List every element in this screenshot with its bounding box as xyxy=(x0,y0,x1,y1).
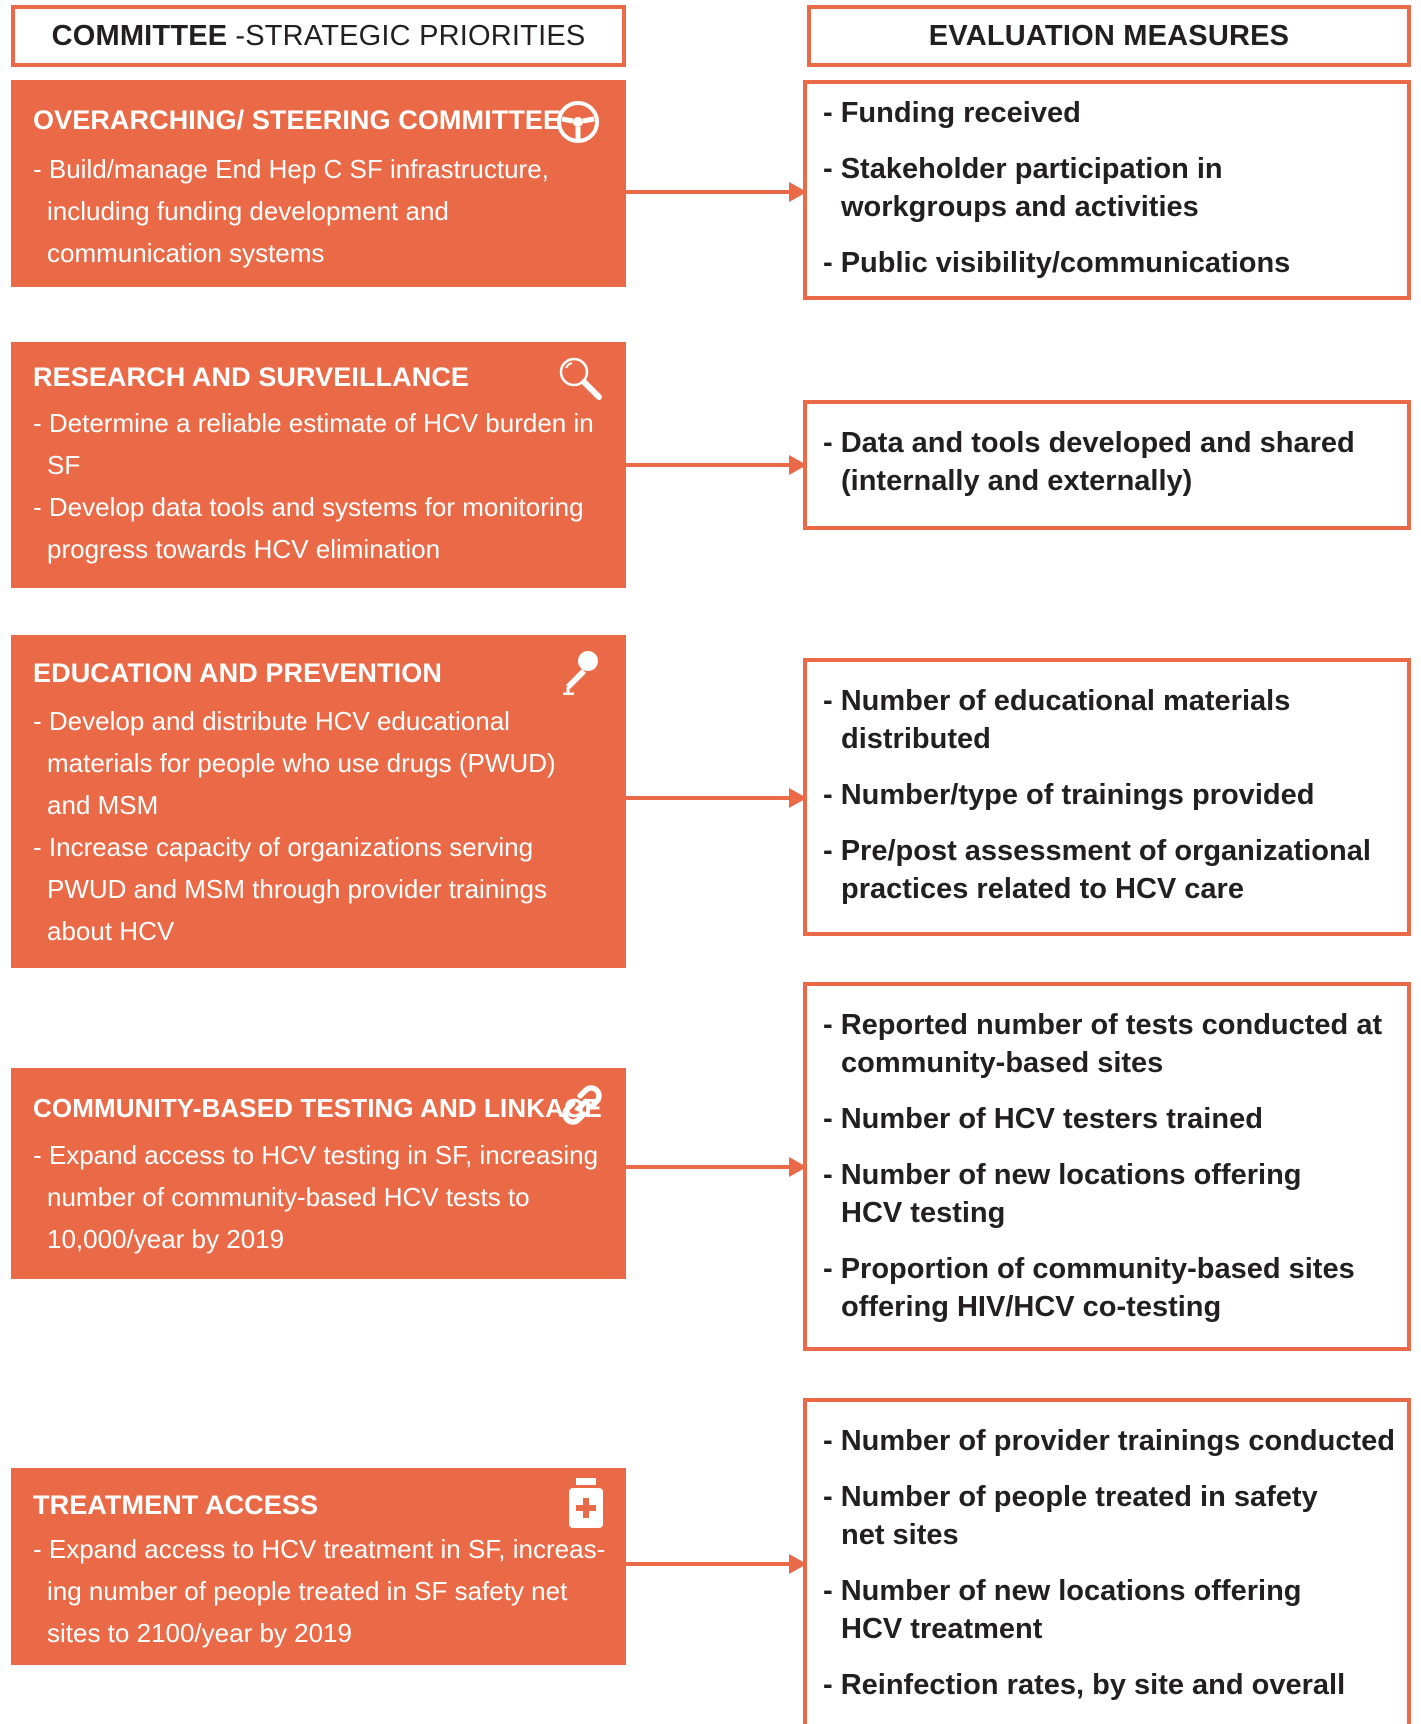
measure-item: - Public visibility/communications xyxy=(823,247,1291,279)
measure-item: - Reinfection rates, by site and overall xyxy=(823,1669,1346,1701)
committee-item: - Increase capacity of organizations ser… xyxy=(33,832,547,946)
measure-item: - Reported number of tests conducted at … xyxy=(823,1009,1383,1079)
measures-box-treatment: - Number of provider trainings conducted… xyxy=(803,1398,1411,1724)
committee-items: - Expand access to HCV treatment in SF, … xyxy=(33,1528,610,1654)
measure-item: - Number of HCV testers trained xyxy=(823,1103,1263,1135)
committee-header-subtitle: -STRATEGIC PRIORITIES xyxy=(235,19,586,52)
evaluation-header-title: EVALUATION MEASURES xyxy=(928,19,1290,52)
measure-item: - Number of new locations offering HCV t… xyxy=(823,1159,1302,1229)
measure-item: - Number of people treated in safety net… xyxy=(823,1481,1318,1551)
microphone-icon xyxy=(556,647,604,695)
magnifying-glass-icon xyxy=(556,354,604,402)
measure-item: - Stakeholder participation in workgroup… xyxy=(823,153,1223,223)
committee-title: EDUCATION AND PREVENTION xyxy=(33,658,442,688)
measures-list: - Number of educational materials distri… xyxy=(823,682,1397,908)
committee-items: - Expand access to HCV testing in SF, in… xyxy=(33,1134,610,1260)
committee-items: - Build/manage End Hep C SF infrastructu… xyxy=(33,148,610,274)
medicine-bottle-icon xyxy=(566,1478,606,1528)
committee-item: - Build/manage End Hep C SF infrastructu… xyxy=(33,154,549,268)
committee-header: COMMITTEE -STRATEGIC PRIORITIES xyxy=(11,5,626,67)
measure-item: - Pre/post assessment of organizational … xyxy=(823,835,1371,905)
committee-title: RESEARCH AND SURVEILLANCE xyxy=(33,362,470,392)
measures-list: - Reported number of tests conducted at … xyxy=(823,1006,1397,1326)
connector-arrow xyxy=(626,1157,807,1177)
committee-item: - Expand access to HCV treatment in SF, … xyxy=(33,1534,606,1648)
measures-box-education: - Number of educational materials distri… xyxy=(803,658,1411,936)
committee-title: COMMUNITY-BASED TESTING AND LINKAGE xyxy=(33,1093,602,1123)
committee-item: - Develop data tools and systems for mon… xyxy=(33,492,584,564)
committee-box-testing: COMMUNITY-BASED TESTING AND LINKAGE - Ex… xyxy=(11,1068,626,1279)
measure-item: - Number/type of trainings provided xyxy=(823,779,1315,811)
measure-item: - Proportion of community-based sites of… xyxy=(823,1253,1355,1323)
evaluation-header: EVALUATION MEASURES xyxy=(807,5,1411,67)
committee-box-education: EDUCATION AND PREVENTION - Develop and d… xyxy=(11,635,626,968)
committee-items: - Determine a reliable estimate of HCV b… xyxy=(33,402,610,570)
committee-title: TREATMENT ACCESS xyxy=(33,1490,319,1520)
connector-arrow xyxy=(626,182,807,202)
measures-box-research: - Data and tools developed and shared (i… xyxy=(803,400,1411,530)
measures-list: - Funding received - Stakeholder partici… xyxy=(823,94,1397,282)
connector-arrow xyxy=(626,1554,807,1574)
steering-wheel-icon xyxy=(554,98,602,146)
committee-item: - Expand access to HCV testing in SF, in… xyxy=(33,1140,599,1254)
committee-box-treatment: TREATMENT ACCESS - Expand access to HCV … xyxy=(11,1468,626,1665)
measures-box-steering: - Funding received - Stakeholder partici… xyxy=(803,80,1411,300)
committee-title: OVERARCHING/ STEERING COMMITTEE xyxy=(33,105,562,135)
measure-item: - Number of educational materials distri… xyxy=(823,685,1291,755)
measure-item: - Funding received xyxy=(823,97,1081,129)
committee-item: - Develop and distribute HCV educational… xyxy=(33,706,556,820)
measures-list: - Data and tools developed and shared (i… xyxy=(823,424,1397,500)
committee-box-research: RESEARCH AND SURVEILLANCE - Determine a … xyxy=(11,342,626,588)
connector-arrow xyxy=(626,788,807,808)
committee-items: - Develop and distribute HCV educational… xyxy=(33,700,610,952)
connector-arrow xyxy=(626,455,807,475)
measure-item: - Number of provider trainings conducted xyxy=(823,1425,1395,1457)
committee-item: - Determine a reliable estimate of HCV b… xyxy=(33,408,594,480)
measure-item: - Number of new locations offering HCV t… xyxy=(823,1575,1302,1645)
committee-box-steering: OVERARCHING/ STEERING COMMITTEE - Build/… xyxy=(11,80,626,287)
measures-box-testing: - Reported number of tests conducted at … xyxy=(803,982,1411,1351)
measure-item: - Data and tools developed and shared (i… xyxy=(823,427,1355,497)
committee-header-bold: COMMITTEE xyxy=(51,19,228,52)
measures-list: - Number of provider trainings conducted… xyxy=(823,1422,1397,1704)
chain-link-icon xyxy=(560,1083,604,1127)
